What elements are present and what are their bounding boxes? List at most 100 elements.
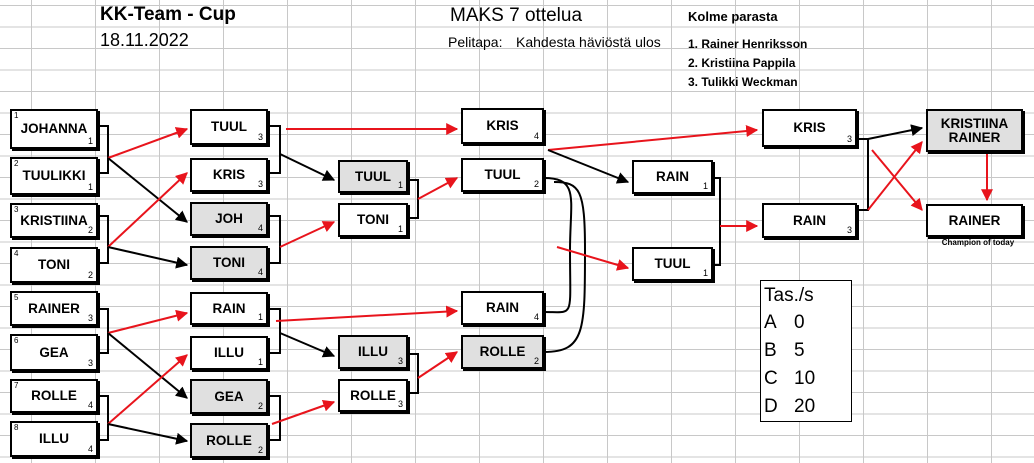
r4-box-rain[interactable]: RAIN 4 — [461, 291, 544, 325]
format-value: Kahdesta häviöstä ulos — [516, 34, 661, 50]
r1-box-illu[interactable]: 8 ILLU 4 — [10, 421, 98, 457]
player-name: RAIN — [793, 212, 826, 228]
final-box-finalists[interactable]: KRISTIINA RAINER — [926, 109, 1023, 152]
r2-box-rolle[interactable]: ROLLE 2 — [190, 423, 268, 458]
player-name: ILLU — [358, 344, 388, 360]
player-name: ROLLE — [350, 387, 396, 403]
player-name: JOHANNA — [20, 121, 88, 137]
player-name: TUUL — [211, 119, 247, 135]
player-name: ILLU — [39, 431, 69, 447]
bracket-r1-2 — [98, 215, 109, 264]
player-name: ROLLE — [479, 344, 526, 360]
r1-box-kristiina[interactable]: 3 KRISTIINA 2 — [10, 203, 98, 238]
r1-box-rolle[interactable]: 7 ROLLE 4 — [10, 379, 98, 413]
r6-box-kris[interactable]: KRIS 3 — [762, 109, 857, 147]
line-rainer-rain — [107, 309, 189, 334]
bracket-r2-4 — [268, 395, 281, 441]
r2-box-gea[interactable]: GEA 2 — [190, 379, 268, 414]
r4-box-kris[interactable]: KRIS 4 — [461, 108, 544, 144]
player-name: KRIS — [793, 120, 826, 136]
bracket-r3-2 — [408, 353, 419, 394]
bracket-r5 — [713, 177, 721, 266]
player-name: TONI — [212, 255, 245, 271]
player-name: JOH — [215, 211, 243, 227]
match-mode: MAKS 7 ottelua — [450, 5, 583, 26]
champion-caption: Champion of today — [941, 238, 1015, 247]
player-name: TUUL — [484, 167, 521, 183]
r1-box-rainer[interactable]: 5 RAINER 3 — [10, 291, 98, 326]
r3-box-illu[interactable]: ILLU 3 — [338, 335, 408, 369]
r2-box-kris[interactable]: KRIS 3 — [190, 158, 268, 192]
r1-box-gea[interactable]: 6 GEA 3 — [10, 334, 98, 371]
r5-box-tuul[interactable]: TUUL 1 — [632, 247, 713, 281]
legend-title: Tas./s — [764, 285, 814, 306]
line-r3-2-win — [417, 351, 458, 379]
final-box-winner[interactable]: RAINER — [926, 204, 1023, 237]
top-three-title: Kolme parasta — [688, 9, 778, 24]
r2-box-tuul[interactable]: TUUL 3 — [190, 109, 268, 145]
line-gea-gea — [107, 332, 188, 399]
line-illu-illu — [107, 354, 188, 425]
line-kris-r6 — [547, 125, 759, 151]
player-name: ILLU — [214, 345, 244, 361]
r4-box-tuul[interactable]: TUUL 2 — [461, 158, 544, 192]
bracket-r2-2 — [268, 215, 281, 264]
player-name: GEA — [39, 344, 69, 360]
line-gea-rolle-win — [271, 399, 336, 425]
r1-box-tuulikki[interactable]: 2 TUULIKKI 1 — [10, 157, 98, 195]
player-name: TUULIKKI — [22, 168, 86, 184]
r3-box-rolle[interactable]: ROLLE 3 — [338, 379, 408, 412]
line-kris-rain — [547, 149, 630, 184]
player-name: GEA — [214, 388, 244, 404]
line-kristiina-kris — [107, 172, 188, 248]
line-joh-toni-win — [279, 221, 336, 248]
line-tuul-kris-loss — [279, 153, 336, 181]
format-label: Pelitapa: — [448, 34, 503, 50]
bracket-r2-1 — [268, 125, 281, 174]
r2-box-illu[interactable]: ILLU 1 — [190, 336, 268, 370]
line-johanna-tuul — [107, 127, 189, 159]
player-name: TUUL — [355, 168, 391, 184]
bracket-r1-4 — [98, 395, 109, 441]
player-name: TONI — [356, 212, 389, 228]
r2-box-toni[interactable]: TONI 4 — [190, 246, 268, 280]
r1-box-toni[interactable]: 4 TONI 2 — [10, 247, 98, 283]
r3-box-tuul[interactable]: TUUL 1 — [338, 160, 408, 193]
r5-box-rain[interactable]: RAIN 1 — [632, 160, 713, 194]
line-toni-toni — [107, 246, 189, 269]
top-three-second: 2. Kristiina Pappila — [688, 56, 796, 70]
player-name: TUUL — [654, 256, 691, 272]
player-name: ROLLE — [31, 388, 77, 404]
bracket-r3-1 — [408, 179, 419, 219]
r1-box-johanna[interactable]: 1 JOHANNA 1 — [10, 109, 98, 149]
line-kris-final — [867, 124, 924, 140]
r6-box-rain[interactable]: RAIN 3 — [762, 203, 857, 238]
cup-date: 18.11.2022 — [100, 30, 189, 50]
line-rain-illu-loss — [279, 332, 336, 358]
finalists-names: KRISTIINA RAINER — [940, 115, 1009, 145]
r2-box-rain[interactable]: RAIN 1 — [190, 292, 268, 325]
line-rain-final — [867, 141, 923, 211]
top-three-third: 3. Tulikki Weckman — [688, 75, 798, 89]
bracket-r6 — [857, 138, 869, 211]
player-name: ROLLE — [206, 432, 252, 448]
bracket-r4-right-2 — [543, 181, 587, 353]
r3-box-toni[interactable]: TONI 1 — [338, 203, 408, 237]
player-name: RAIN — [656, 169, 689, 185]
player-name: TONI — [37, 257, 70, 273]
top-three-first: 1. Rainer Henriksson — [688, 37, 808, 51]
player-name: KRISTIINA — [20, 212, 88, 228]
line-r4-tuul — [556, 246, 630, 271]
line-cross-1 — [871, 149, 923, 211]
bracket-r1-1 — [98, 125, 109, 174]
r4-box-rolle[interactable]: ROLLE 2 — [461, 335, 544, 369]
r2-box-joh[interactable]: JOH 4 — [190, 202, 268, 236]
cup-title: KK-Team - Cup — [100, 4, 236, 25]
player-name: RAINER — [28, 300, 80, 316]
